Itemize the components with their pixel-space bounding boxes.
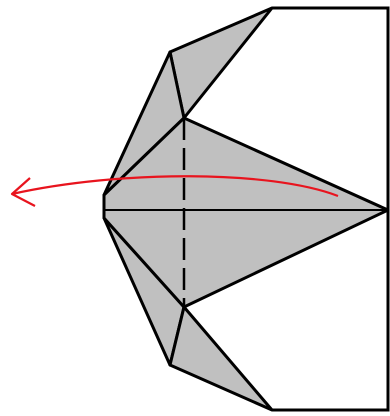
upper-outer-flap — [170, 8, 272, 118]
lower-outer-flap — [170, 307, 272, 410]
